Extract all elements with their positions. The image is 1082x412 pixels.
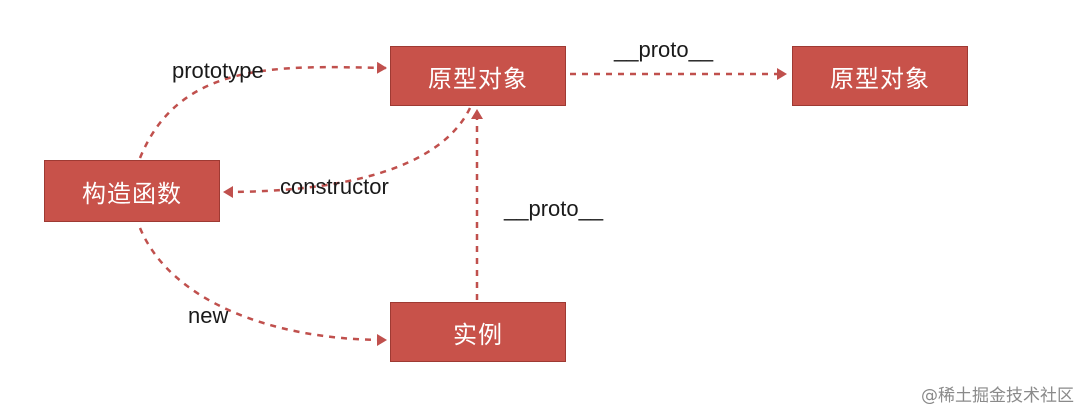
constructor-arrow xyxy=(223,107,472,198)
proto-edge-label-top: __proto__ xyxy=(614,37,714,62)
instance-label: 实例 xyxy=(453,320,503,349)
constructor-function-label: 构造函数 xyxy=(82,179,182,208)
prototype-object-node: 原型对象 xyxy=(390,46,566,106)
new-arrow xyxy=(138,227,387,346)
new-edge-label: new xyxy=(188,303,229,328)
constructor-function-node: 构造函数 xyxy=(44,160,220,222)
prototype-edge-label: prototype xyxy=(172,58,264,83)
prototype-arrow xyxy=(138,61,387,159)
watermark: @稀土掘金技术社区 xyxy=(921,386,1074,406)
prototype-object-node-2: 原型对象 xyxy=(792,46,968,106)
instance-node: 实例 xyxy=(390,302,566,362)
proto-edge-label-middle: __proto__ xyxy=(504,196,604,221)
prototype-object-label: 原型对象 xyxy=(428,64,528,93)
prototype-object-label-2: 原型对象 xyxy=(830,64,930,93)
constructor-edge-label: constructor xyxy=(280,174,389,199)
